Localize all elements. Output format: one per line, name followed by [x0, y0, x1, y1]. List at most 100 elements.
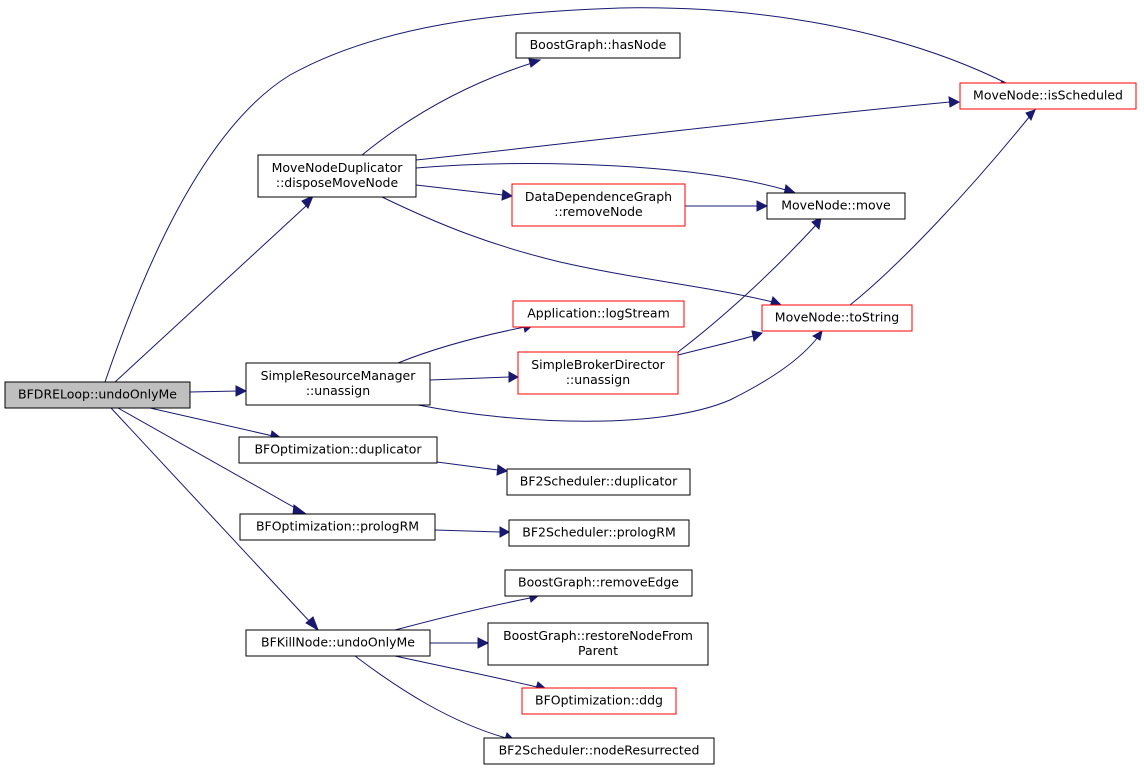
node-mn-isscheduled[interactable]: MoveNode::isScheduled — [959, 82, 1137, 110]
node-bf2-duplicator[interactable]: BF2Scheduler::duplicator — [506, 468, 691, 496]
edge-root-to-mnd_dispose — [114, 195, 314, 383]
edge-line — [677, 335, 754, 356]
edge-line — [381, 196, 774, 303]
node-box — [511, 183, 686, 227]
edge-line — [149, 407, 274, 437]
edge-bfkill_undo-to-bg_restore — [430, 637, 490, 649]
node-box — [238, 436, 438, 464]
node-label: BoostGraph::hasNode — [530, 37, 667, 52]
node-bg-removeedge[interactable]: BoostGraph::removeEdge — [504, 569, 693, 597]
node-label: Parent — [578, 643, 618, 658]
node-srm-unassign[interactable]: SimpleResourceManager::unassign — [245, 362, 431, 406]
node-label: BFKillNode::undoOnlyMe — [261, 635, 415, 650]
node-box — [515, 32, 681, 59]
arrowhead-icon — [496, 464, 509, 476]
edge-line — [429, 376, 510, 381]
edge-line — [397, 326, 526, 364]
node-label: ::unassign — [566, 372, 630, 387]
arrowhead-icon — [508, 371, 520, 383]
edge-line — [677, 224, 817, 353]
node-label: BF2Scheduler::duplicator — [520, 474, 678, 489]
node-label: Application::logStream — [527, 306, 670, 321]
node-mnd-dispose[interactable]: MoveNodeDuplicator::disposeMoveNode — [257, 154, 417, 198]
edge-line — [189, 390, 239, 393]
arrowhead-icon — [811, 330, 823, 341]
arrowhead-icon — [235, 385, 248, 397]
edge-line — [117, 407, 298, 510]
edge-srm_unassign-to-app_logstream — [397, 321, 535, 364]
node-box — [257, 154, 417, 198]
arrowhead-icon — [528, 58, 542, 68]
edge-line — [114, 205, 307, 383]
edge-root-to-bfkill_undo — [110, 407, 319, 632]
node-label: BF2Scheduler::prologRM — [522, 525, 675, 540]
arrowhead-icon — [1025, 109, 1036, 122]
node-label: BFOptimization::duplicator — [254, 442, 422, 457]
node-bf2-resurrected[interactable]: BF2Scheduler::nodeResurrected — [483, 737, 715, 765]
node-label: ::unassign — [306, 383, 370, 398]
node-bfkill-undo[interactable]: BFKillNode::undoOnlyMe — [245, 629, 431, 657]
arrowhead-icon — [477, 637, 490, 649]
edge-line — [361, 62, 533, 156]
node-bg-hasnode[interactable]: BoostGraph::hasNode — [515, 32, 681, 59]
node-box — [959, 82, 1137, 110]
node-app-logstream[interactable]: Application::logStream — [512, 300, 685, 328]
edge-line — [394, 655, 538, 688]
edge-line — [434, 529, 501, 533]
edge-line — [110, 407, 312, 624]
edge-mnd_dispose-to-ddg_removenode — [415, 184, 514, 201]
node-label: MoveNode::isScheduled — [973, 88, 1123, 103]
edge-mnd_dispose-to-bg_hasnode — [361, 58, 542, 156]
edge-line — [394, 597, 531, 631]
node-label: MoveNodeDuplicator — [272, 160, 404, 175]
node-box — [766, 192, 906, 220]
edge-bfkill_undo-to-bf2_resurrected — [354, 655, 517, 744]
node-label: DataDependenceGraph — [525, 189, 672, 204]
edge-root-to-bfo_duplicator — [149, 407, 284, 442]
node-box — [4, 381, 191, 409]
edge-bfo_duplicator-to-bf2_duplicator — [436, 461, 509, 476]
node-label: ::removeNode — [554, 204, 643, 219]
node-label: BoostGraph::restoreNodeFrom — [503, 628, 693, 643]
node-box — [512, 300, 685, 328]
node-bfo-ddg[interactable]: BFOptimization::ddg — [521, 687, 677, 715]
node-box — [517, 351, 679, 395]
node-box — [761, 304, 913, 332]
node-bf2-prologrm[interactable]: BF2Scheduler::prologRM — [508, 519, 690, 547]
node-label: MoveNode::move — [781, 198, 891, 213]
node-root[interactable]: BFDRELoop::undoOnlyMe — [4, 381, 191, 409]
node-sbd-unassign[interactable]: SimpleBrokerDirector::unassign — [517, 351, 679, 395]
edge-ddg_removenode-to-mn_move — [685, 200, 769, 212]
arrowhead-icon — [499, 526, 511, 538]
arrowhead-icon — [305, 616, 319, 632]
node-box — [245, 362, 431, 406]
edge-line — [436, 461, 499, 471]
node-bfo-duplicator[interactable]: BFOptimization::duplicator — [238, 436, 438, 464]
node-label: BoostGraph::removeEdge — [518, 575, 679, 590]
node-label: MoveNode::toString — [775, 310, 899, 325]
node-label: BFOptimization::prologRM — [256, 519, 419, 534]
edge-line — [415, 184, 504, 196]
edge-sbd_unassign-to-mn_tostring — [677, 330, 764, 356]
node-box — [239, 513, 436, 541]
edge-line — [417, 336, 819, 422]
edge-srm_unassign-to-sbd_unassign — [429, 371, 520, 383]
node-mn-tostring[interactable]: MoveNode::toString — [761, 304, 913, 332]
node-label: BFOptimization::ddg — [535, 693, 663, 708]
edge-sbd_unassign-to-mn_move — [677, 217, 822, 353]
node-ddg-removenode[interactable]: DataDependenceGraph::removeNode — [511, 183, 686, 227]
node-box — [506, 468, 691, 496]
node-bfo-prologrm[interactable]: BFOptimization::prologRM — [239, 513, 436, 541]
node-label: SimpleResourceManager — [261, 368, 417, 383]
node-label: ::disposeMoveNode — [276, 175, 399, 190]
node-mn-move[interactable]: MoveNode::move — [766, 192, 906, 220]
arrowhead-icon — [948, 96, 961, 108]
edge-line — [415, 101, 951, 161]
edge-bfo_prologrm-to-bf2_prologrm — [434, 526, 511, 538]
node-box — [483, 737, 715, 765]
node-box — [504, 569, 693, 597]
edge-line — [849, 115, 1031, 306]
edge-mnd_dispose-to-mn_isscheduled — [415, 96, 961, 161]
